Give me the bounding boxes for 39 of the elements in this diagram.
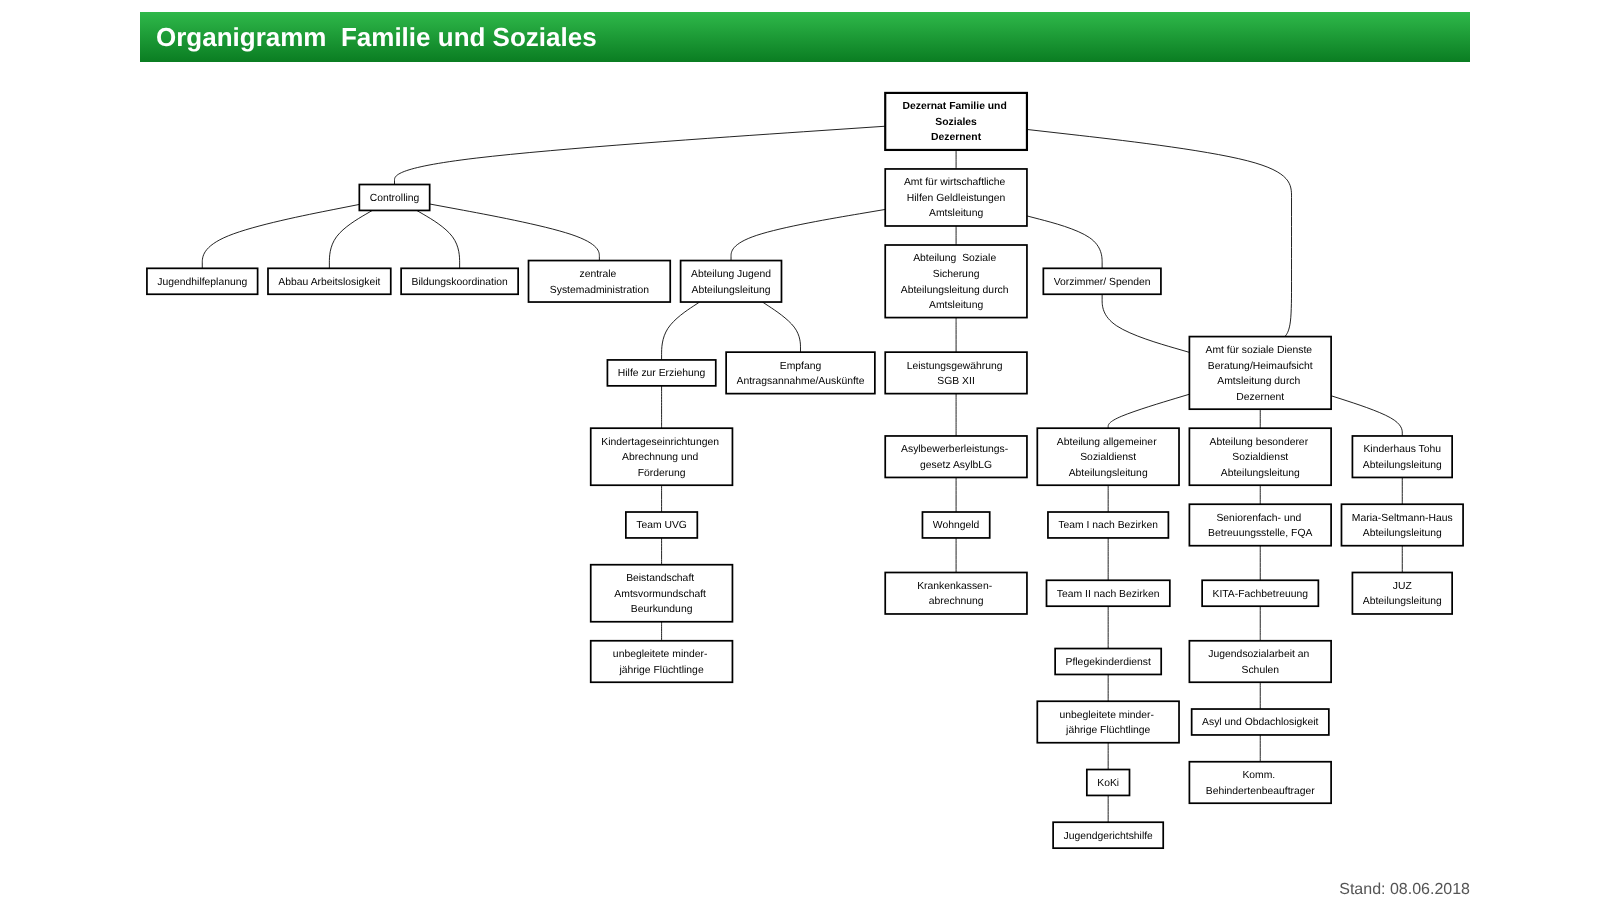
connector (429, 204, 600, 262)
connector (661, 621, 662, 642)
connector (1107, 742, 1109, 771)
connector (394, 126, 886, 186)
connector (661, 302, 700, 361)
connector (661, 485, 662, 513)
connector (1259, 409, 1261, 430)
connector (1330, 395, 1403, 437)
connector (1107, 537, 1109, 582)
connector (1107, 606, 1109, 650)
connector (730, 209, 886, 262)
connector (1026, 129, 1292, 338)
connector (1259, 485, 1261, 506)
title-banner: Organigramm Familie und Soziales (140, 12, 1470, 62)
date-note: Stand: 08.06.2018 (1339, 880, 1470, 898)
connector (955, 317, 957, 354)
connector (1107, 795, 1109, 824)
connector (1401, 477, 1403, 506)
connector (416, 210, 461, 270)
connector (1107, 485, 1109, 513)
connector (955, 226, 957, 246)
connector (1107, 674, 1109, 703)
connector (955, 150, 957, 170)
connector (955, 537, 957, 574)
connector (955, 393, 957, 437)
connector (201, 204, 360, 270)
connector (1259, 682, 1261, 710)
connector (1259, 735, 1261, 763)
connector (1259, 606, 1261, 642)
connector (661, 537, 662, 566)
connector (1107, 394, 1190, 430)
connector (328, 210, 373, 270)
connector (1101, 294, 1190, 354)
connector (661, 385, 662, 430)
connector (1401, 545, 1403, 574)
connector (762, 302, 801, 354)
connector (1259, 545, 1261, 582)
connector (955, 477, 957, 513)
connector (1026, 215, 1103, 270)
